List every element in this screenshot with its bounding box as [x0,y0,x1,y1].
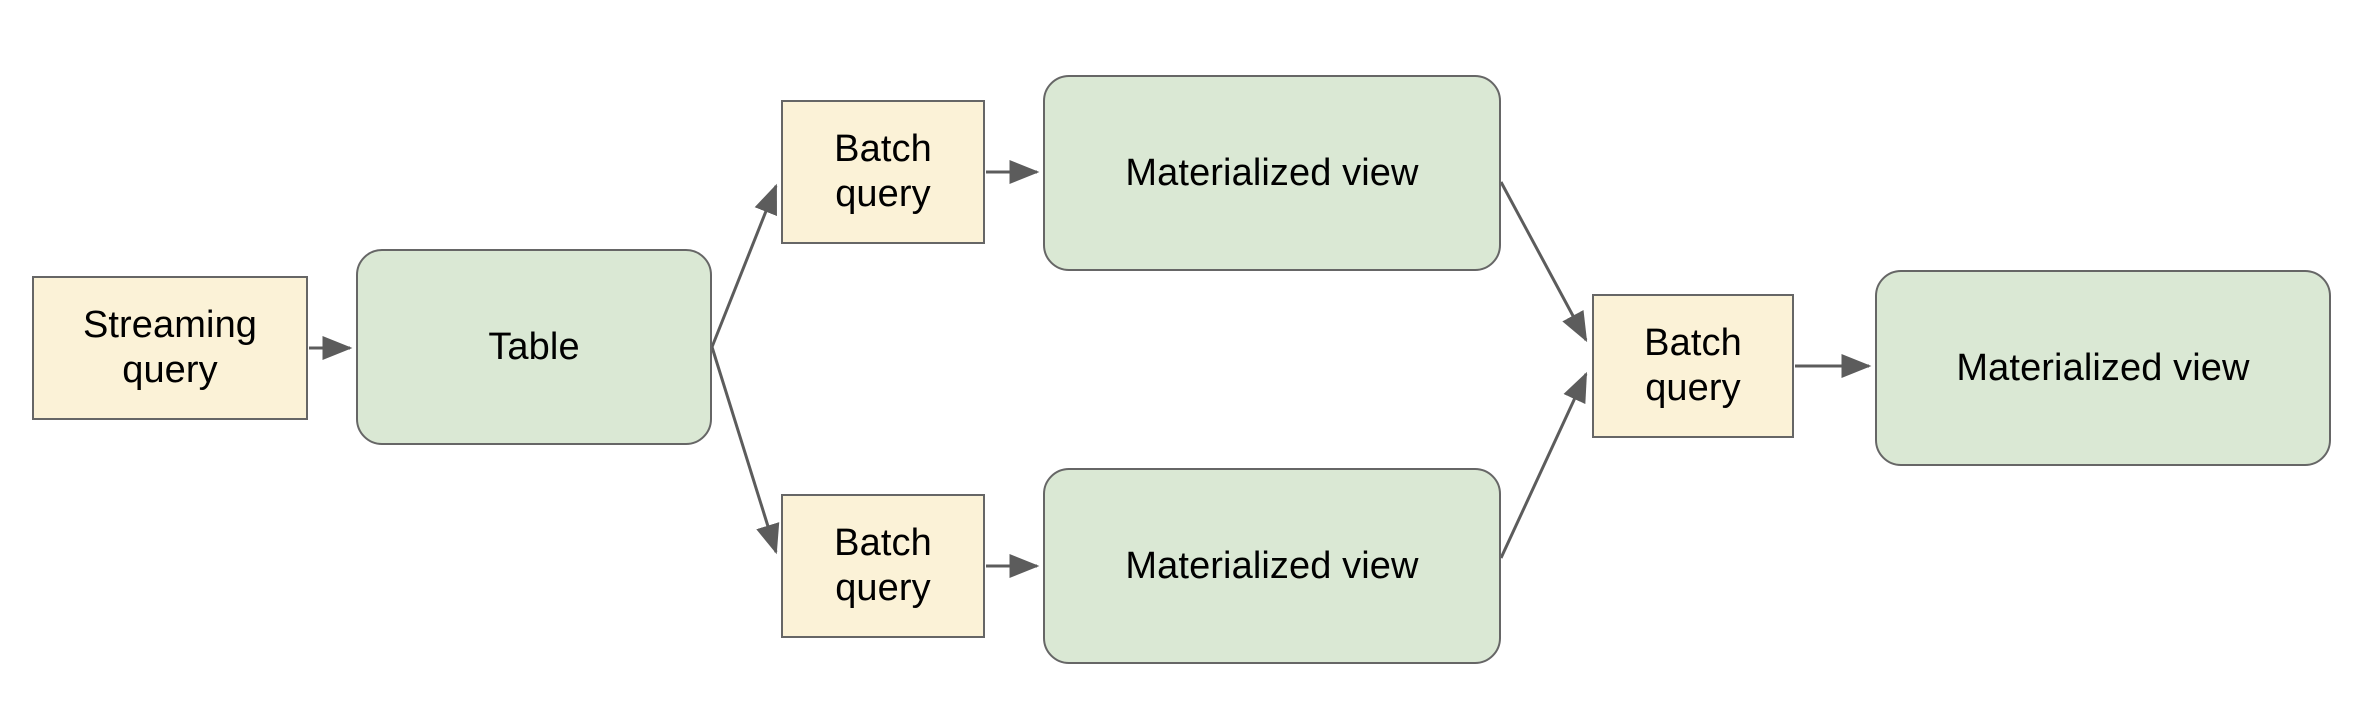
node-label-materialized-view-top: Materialized view [1125,151,1419,194]
edge-table-to-batch-query-bottom [710,346,780,555]
node-batch-query-top[interactable]: Batch query [781,100,985,244]
node-batch-query-join[interactable]: Batch query [1592,294,1794,438]
node-streaming-query[interactable]: Streaming query [32,276,308,420]
node-label-materialized-view-final: Materialized view [1956,346,2250,389]
node-table[interactable]: Table [356,249,712,445]
node-label-streaming-query: Streaming query [82,304,258,391]
edge-materialized-view-top-to-batch-query-join [1499,181,1588,343]
node-label-batch-query-bottom: Batch query [834,522,932,609]
edge-materialized-view-bottom-to-batch-query-join [1499,371,1588,559]
node-label-batch-query-join: Batch query [1644,322,1742,409]
node-materialized-view-bottom[interactable]: Materialized view [1043,468,1501,664]
node-label-materialized-view-bottom: Materialized view [1125,544,1419,587]
node-batch-query-bottom[interactable]: Batch query [781,494,985,638]
node-label-table: Table [488,325,580,368]
node-materialized-view-final[interactable]: Materialized view [1875,270,2331,466]
node-materialized-view-top[interactable]: Materialized view [1043,75,1501,271]
edge-table-to-batch-query-top [710,183,778,348]
node-label-batch-query-top: Batch query [834,128,932,215]
